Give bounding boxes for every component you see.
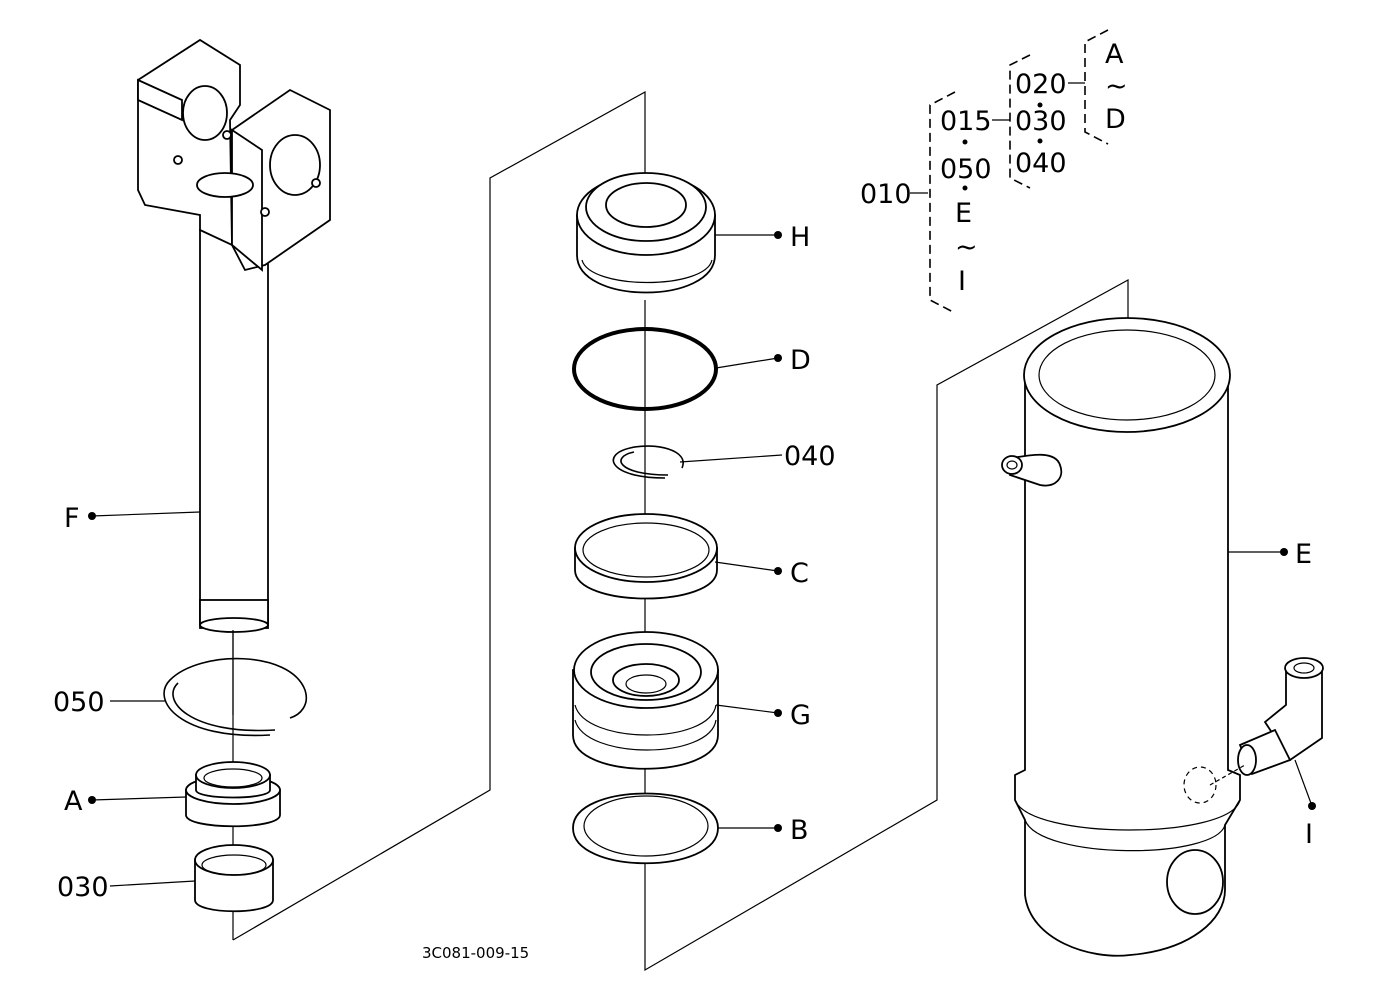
callout-a: A (64, 786, 83, 817)
hierarchy-l3-tilde: ~ (1105, 71, 1128, 102)
hierarchy-l1-050: 050 (940, 154, 992, 185)
hierarchy-l3-a: A (1105, 39, 1124, 70)
elbow-fitting-i (1209, 657, 1324, 786)
hierarchy-l1-e: E (955, 198, 972, 229)
snap-ring-050-left (163, 630, 308, 737)
hierarchy-l2-040: 040 (1015, 148, 1067, 179)
hierarchy-l2-020: 020 (1015, 69, 1067, 100)
callout-labels: F 050 A 030 H D 040 C G B E I (53, 222, 1313, 903)
drawing-number: 3C081-009-15 (422, 944, 529, 962)
callout-d: D (790, 345, 811, 376)
cylinder-head-h (576, 172, 716, 294)
bushing-030 (194, 844, 274, 913)
callout-i: I (1305, 819, 1313, 850)
o-ring-d (572, 327, 718, 411)
hierarchy-l1-015: 015 (940, 106, 992, 137)
piston-g (572, 631, 719, 770)
clevis-head (137, 38, 331, 272)
ring-b (572, 792, 719, 865)
callout-f: F (64, 503, 80, 534)
callout-040: 040 (784, 441, 836, 472)
callout-g: G (790, 700, 811, 731)
callout-050: 050 (53, 687, 105, 718)
hierarchy-l1-tilde: ~ (955, 232, 978, 263)
hierarchy-l3-d: D (1105, 104, 1126, 135)
callout-b: B (790, 815, 809, 846)
callout-030: 030 (57, 872, 109, 903)
assembly-hierarchy: 010 015 050 E ~ I 020 030 040 A ~ D (860, 29, 1128, 314)
cylinder-tube-e (1001, 317, 1241, 957)
hierarchy-l1-i: I (958, 266, 966, 297)
hierarchy-l2-030: 030 (1015, 106, 1067, 137)
piston-rod-f (137, 38, 331, 633)
snap-ring-040 (612, 445, 684, 479)
ring-c (574, 513, 718, 600)
leader-lines (88, 231, 1316, 887)
bushing-a (185, 761, 281, 828)
callout-h: H (790, 222, 810, 253)
callout-e: E (1295, 539, 1312, 570)
hierarchy-root: 010 (860, 179, 912, 210)
callout-c: C (790, 558, 809, 589)
